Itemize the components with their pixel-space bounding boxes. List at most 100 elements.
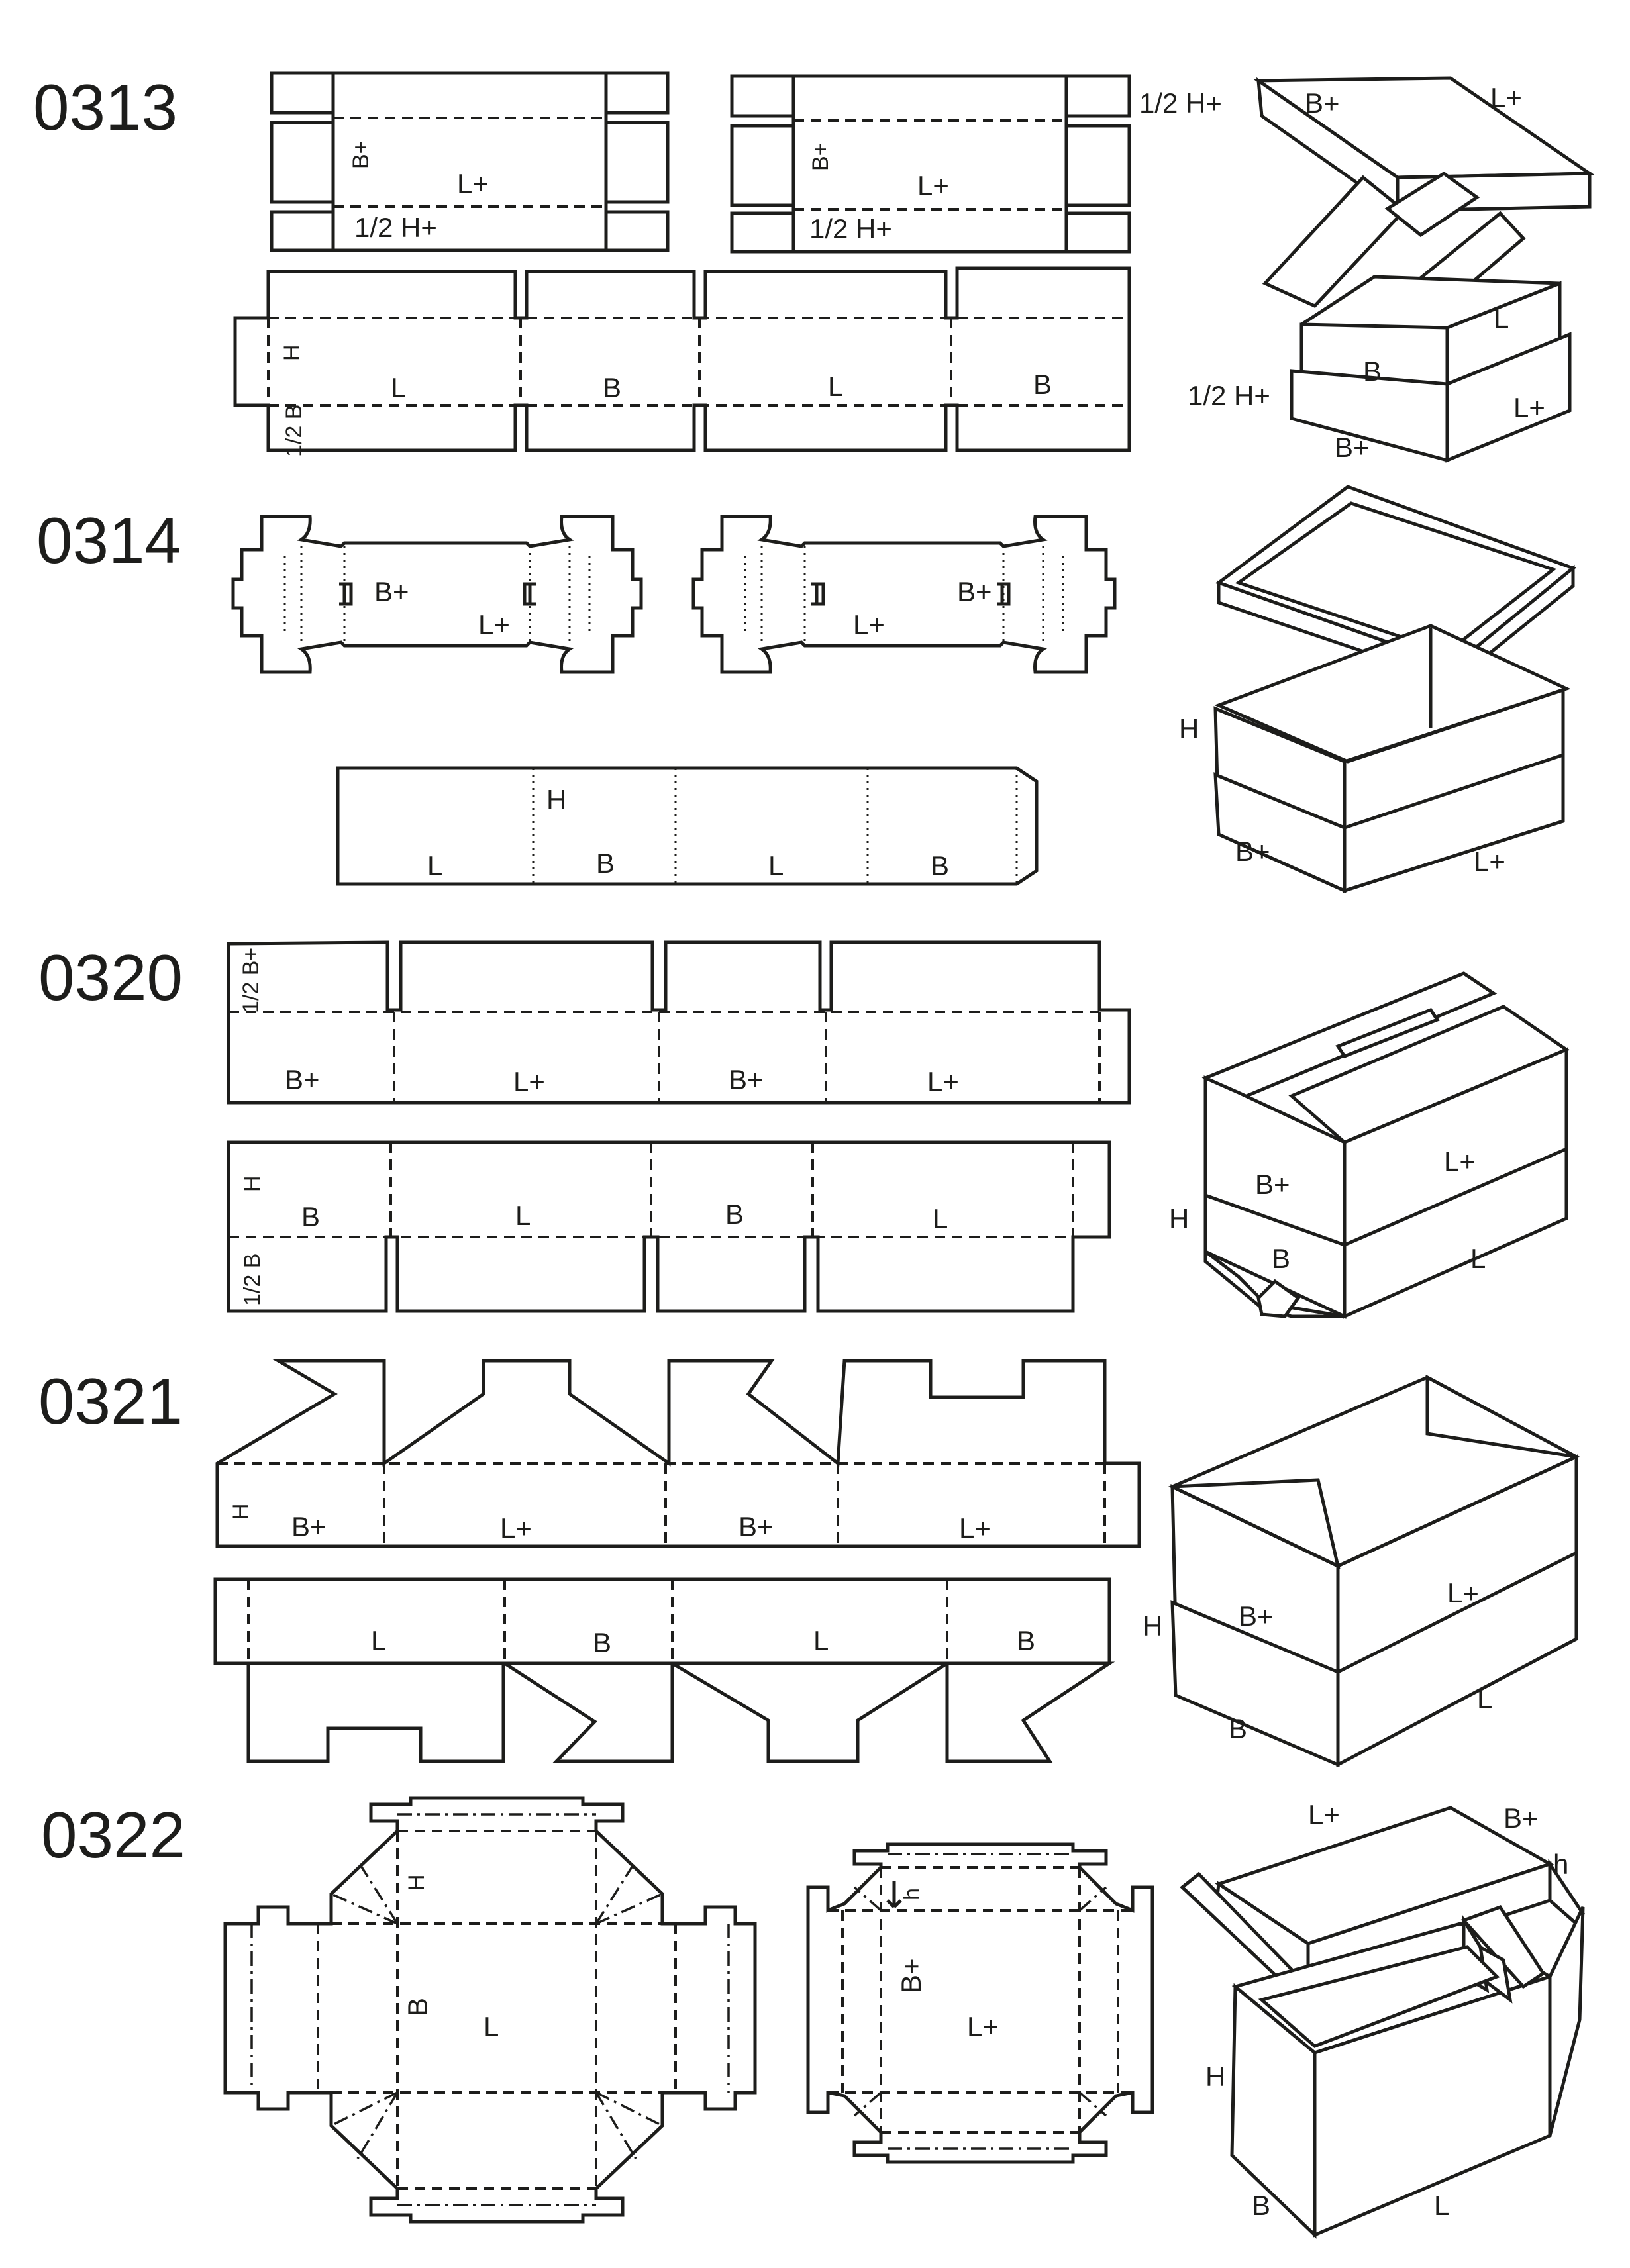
- style-0320: 0320 1/2 B+ B+ L+ B+ L+ H 1/2 B B L: [38, 940, 1570, 1319]
- style-code-0314: 0314: [36, 504, 181, 577]
- blank-0320-bottom: H 1/2 B B L B L: [227, 1140, 1111, 1313]
- label-half-h-plus: 1/2 H+: [809, 213, 892, 244]
- label-h: H: [1143, 1610, 1162, 1642]
- label-half-h-plus-top: 1/2 H+: [1139, 87, 1222, 119]
- blank-0322-lid: h B+ L+: [806, 1842, 1154, 2164]
- label-b: B: [1272, 1243, 1290, 1274]
- style-code-0320: 0320: [38, 941, 183, 1014]
- view-0313-assembled: 1/2 H+ B+ L+ L B 1/2 H+ L+ B+: [1139, 76, 1595, 463]
- label-l-plus-top: L+: [1490, 82, 1522, 113]
- label-l-plus: L+: [1474, 846, 1505, 877]
- panel-label: L: [427, 850, 442, 881]
- panel-label: B: [593, 1627, 611, 1658]
- label-b: B: [1229, 1713, 1247, 1744]
- view-0322-assembled: L+ B+ h H B L: [1180, 1799, 1586, 2239]
- panel-label: B: [301, 1201, 320, 1232]
- style-0321: 0321 H B+ L+ B+ L+: [38, 1359, 1580, 1768]
- label-h: H: [1205, 2061, 1225, 2092]
- label-h: H: [1179, 713, 1199, 744]
- panel-label: L+: [959, 1512, 991, 1544]
- panel-label: L: [515, 1200, 531, 1231]
- label-l: L: [1494, 303, 1509, 334]
- label-b: B: [1363, 356, 1382, 387]
- panel-label: B+: [291, 1511, 327, 1542]
- label-l-plus: L+: [853, 609, 885, 640]
- panel-label: L: [391, 372, 406, 403]
- panel-label: L: [768, 850, 784, 881]
- label-b-plus: B+: [957, 576, 992, 607]
- label-b: B: [402, 1998, 433, 2016]
- label-h-small: h: [1553, 1849, 1568, 1880]
- label-b-plus: B+: [895, 1958, 927, 1993]
- label-b: B: [1252, 2190, 1270, 2221]
- label-b-plus: B+: [374, 576, 409, 607]
- label-b-plus: B+: [1255, 1169, 1290, 1200]
- panel-label: B: [596, 848, 615, 879]
- view-0314-assembled: H B+ L+: [1179, 485, 1576, 893]
- blank-0320-top: 1/2 B+ B+ L+ B+ L+: [227, 940, 1131, 1105]
- style-0322: 0322 H B L: [41, 1796, 1586, 2239]
- label-h: H: [229, 1503, 254, 1520]
- blank-0321-top: H B+ L+ B+ L+: [215, 1359, 1141, 1548]
- panel-label: B: [725, 1199, 744, 1230]
- label-l-plus: L+: [1447, 1577, 1479, 1608]
- label-l: L: [484, 2011, 499, 2042]
- panel-label: L+: [927, 1066, 959, 1097]
- panel-label: L: [828, 371, 843, 402]
- blank-0314-tray-b: B+ L+: [691, 515, 1117, 674]
- style-code-0313: 0313: [33, 71, 178, 144]
- panel-label: B+: [285, 1064, 320, 1095]
- label-half-b-plus: 1/2 B+: [238, 948, 264, 1013]
- label-b-plus: B+: [1239, 1601, 1274, 1632]
- style-0314: 0314 B+ L+ B+ L+: [36, 485, 1576, 893]
- label-b-plus-bottom: B+: [1335, 432, 1370, 463]
- view-0320-assembled: B+ L+ H B L: [1169, 971, 1570, 1319]
- style-0313: 0313 B+ L+ 1/2 H+ B+ L+ 1/2 H+: [33, 71, 1595, 463]
- panel-label: B+: [729, 1064, 764, 1095]
- label-half-b: 1/2 B: [281, 405, 307, 457]
- panel-label: L: [371, 1625, 386, 1656]
- blank-0314-sleeve: H L B L B: [336, 766, 1039, 886]
- label-h: H: [546, 784, 566, 815]
- panel-label: L+: [513, 1066, 545, 1097]
- label-half-h-plus: 1/2 H+: [354, 212, 437, 243]
- blank-0314-tray-a: B+ L+: [231, 515, 643, 674]
- panel-label: L: [933, 1203, 948, 1234]
- label-l-plus: L+: [1444, 1146, 1476, 1177]
- label-h: H: [280, 344, 305, 361]
- panel-label: B: [931, 850, 949, 881]
- blank-0313-lid-b: B+ L+ 1/2 H+: [730, 74, 1131, 254]
- label-l-plus: L+: [1308, 1799, 1340, 1830]
- label-h: H: [1169, 1203, 1189, 1234]
- panel-label: B+: [739, 1511, 774, 1542]
- panel-label: L: [813, 1625, 829, 1656]
- label-h-small: h: [899, 1888, 925, 1900]
- panel-label: B: [603, 372, 621, 403]
- label-l-plus: L+: [457, 168, 489, 199]
- panel-label: B: [1033, 369, 1052, 400]
- panel-label: B: [1017, 1625, 1035, 1656]
- label-l-plus-bottom: L+: [1513, 392, 1545, 423]
- blank-0322-base: H B L: [223, 1796, 757, 2224]
- panel-label: L+: [500, 1512, 532, 1544]
- blank-0321-bottom: L B L B: [213, 1577, 1115, 1763]
- label-l: L: [1434, 2190, 1449, 2221]
- label-half-h-plus-bottom: 1/2 H+: [1188, 380, 1270, 411]
- label-h: H: [240, 1175, 265, 1192]
- label-h: H: [404, 1874, 429, 1891]
- label-l-plus: L+: [478, 609, 510, 640]
- style-code-0321: 0321: [38, 1365, 183, 1438]
- label-l-plus: L+: [917, 170, 949, 201]
- label-l: L: [1470, 1243, 1486, 1274]
- label-b-plus: B+: [808, 142, 833, 171]
- style-code-0322: 0322: [41, 1799, 185, 1871]
- label-b-plus: B+: [1503, 1802, 1539, 1834]
- blank-0313-body: H 1/2 B L B L B: [233, 266, 1131, 457]
- label-l: L: [1477, 1683, 1492, 1714]
- blank-0313-lid-a: B+ L+ 1/2 H+: [270, 71, 670, 252]
- label-half-b: 1/2 B: [240, 1254, 265, 1306]
- label-l-plus: L+: [967, 2011, 999, 2042]
- label-b-plus: B+: [348, 140, 374, 169]
- label-b-plus: B+: [1235, 836, 1270, 867]
